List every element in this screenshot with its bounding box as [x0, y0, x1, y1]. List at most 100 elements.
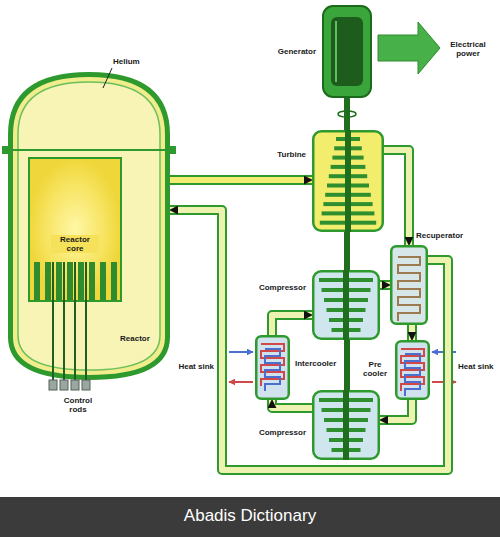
compressor: Compressor	[312, 390, 380, 460]
pipe-bore	[170, 210, 448, 470]
blade	[351, 221, 376, 225]
compressor: Compressor	[312, 270, 380, 340]
blade	[327, 308, 344, 312]
blade	[351, 165, 365, 169]
generator-shape	[322, 5, 372, 98]
blade	[324, 418, 343, 422]
highlight	[335, 21, 337, 82]
blade	[322, 211, 345, 215]
generator-core	[331, 17, 363, 86]
node-label: Intercooler	[295, 359, 336, 368]
precooler: Pre cooler	[395, 340, 430, 400]
graphite-block	[67, 262, 73, 300]
generator-body	[323, 6, 371, 97]
blade	[351, 137, 360, 141]
pipe-bore	[272, 315, 312, 335]
control-rod	[85, 262, 87, 380]
blade	[332, 156, 345, 160]
blade	[334, 146, 345, 150]
node-label: Compressor	[259, 428, 306, 437]
drive-shaft	[347, 98, 348, 130]
coolant-pipe	[170, 210, 448, 470]
pipe-bore	[409, 325, 415, 340]
vessel-wall	[11, 75, 168, 378]
blade	[320, 221, 345, 225]
control-rod	[52, 262, 54, 380]
arrowhead	[272, 315, 312, 335]
coil	[398, 257, 420, 321]
shaft	[343, 390, 349, 460]
banner	[0, 497, 500, 537]
shaft	[345, 130, 351, 232]
pipe-bore	[380, 400, 412, 420]
blade	[349, 288, 371, 292]
coolant-pipe	[384, 150, 409, 245]
blade	[349, 448, 361, 452]
blade	[351, 174, 367, 178]
blade	[331, 165, 345, 169]
shaft	[343, 270, 349, 340]
blade	[351, 184, 369, 188]
blade	[327, 428, 344, 432]
blade	[322, 288, 344, 292]
graphite-block	[100, 262, 106, 300]
node-label: Pre cooler	[360, 360, 390, 378]
graphite-block	[111, 262, 117, 300]
graphite-block	[45, 262, 51, 300]
blade	[322, 408, 344, 412]
pipe-wall	[170, 210, 448, 470]
coolant-arrow	[229, 351, 253, 353]
intercooler-shape	[255, 335, 290, 400]
pipe-wall	[407, 325, 417, 340]
arrowhead	[380, 285, 390, 286]
blade	[351, 202, 373, 206]
turbine-shape	[312, 130, 384, 232]
pipe-wall	[170, 175, 312, 185]
power-arrow	[378, 22, 440, 74]
pipe-wall	[272, 400, 312, 408]
blade	[332, 448, 344, 452]
arrowhead	[170, 180, 312, 181]
pipe-bore	[272, 400, 312, 408]
shaft	[344, 98, 350, 130]
blade	[349, 408, 371, 412]
blade	[324, 298, 343, 302]
blade	[329, 438, 343, 442]
node-label: Reactor core	[51, 235, 99, 253]
blade	[349, 428, 366, 432]
compressor-shape	[312, 270, 380, 340]
blade	[327, 184, 345, 188]
node-label: Generator	[278, 47, 316, 56]
blade	[351, 146, 362, 150]
blade	[349, 298, 368, 302]
coolant-arrow	[229, 381, 253, 383]
watermark: Abadis Dictionary	[184, 506, 316, 526]
pipe-bore	[384, 150, 409, 245]
heat-sink-label: Heat sink	[458, 362, 494, 371]
blade	[349, 318, 363, 322]
output-label: Electrical power	[446, 40, 490, 58]
node-label: Turbine	[277, 150, 306, 159]
pipe-wall	[272, 315, 312, 335]
arrowhead	[384, 150, 409, 245]
pipe-wall	[380, 280, 390, 290]
blade	[332, 328, 344, 332]
shaft	[344, 340, 350, 390]
arrowhead	[272, 400, 312, 408]
reactor-vessel: HeliumReactorReactor core	[8, 72, 170, 380]
blade	[349, 438, 363, 442]
arrowhead	[170, 210, 448, 470]
coil	[265, 349, 280, 391]
blade	[351, 193, 371, 197]
node-label: Compressor	[259, 283, 306, 292]
coolant-pipe	[380, 400, 412, 420]
turbine: Turbine	[312, 130, 384, 232]
shaft	[344, 232, 350, 270]
graphite-block	[89, 262, 95, 300]
blade	[349, 328, 361, 332]
blade	[349, 398, 373, 402]
blade	[325, 193, 345, 197]
blade	[349, 418, 368, 422]
graphite-block	[34, 262, 40, 300]
